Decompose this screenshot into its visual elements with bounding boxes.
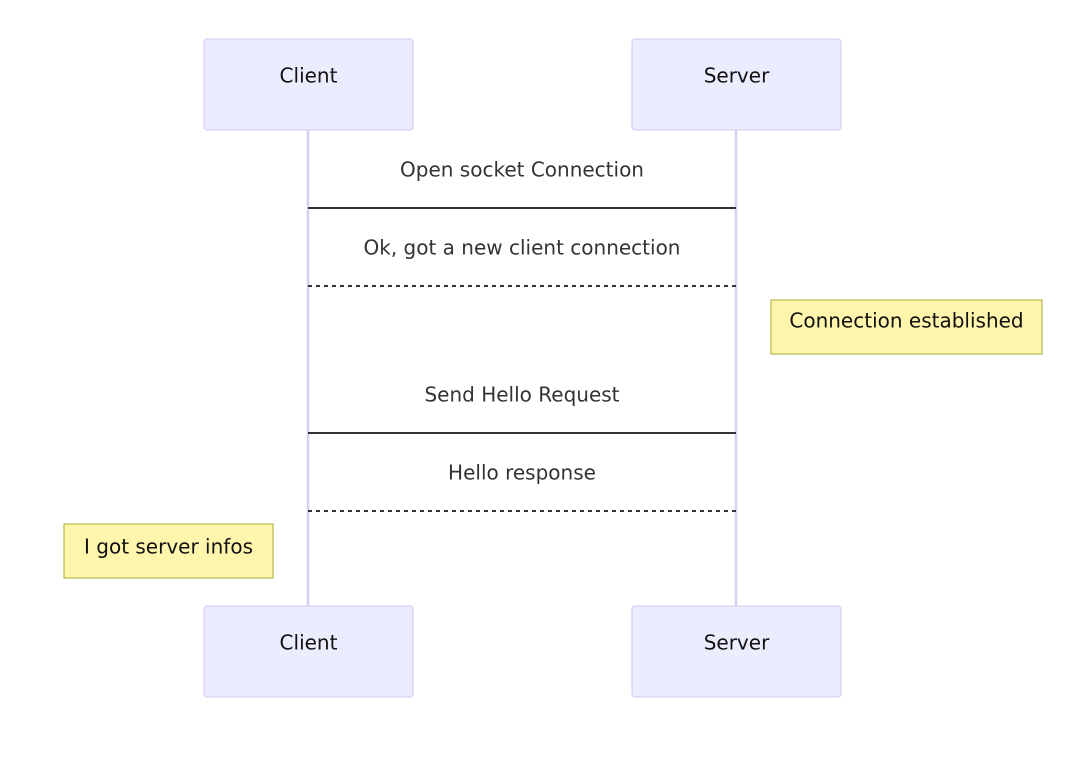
note-server-infos: I got server infos	[63, 523, 274, 579]
actor-client-bottom: Client	[203, 605, 414, 698]
message-4-label: Hello response	[448, 461, 596, 485]
message-2-label: Ok, got a new client connection	[364, 236, 681, 260]
actor-client-top-label: Client	[280, 64, 338, 88]
actor-server-bottom: Server	[631, 605, 842, 698]
actor-server-top: Server	[631, 38, 842, 131]
actor-client-top: Client	[203, 38, 414, 131]
actor-server-top-label: Server	[704, 64, 770, 88]
message-1-label: Open socket Connection	[400, 158, 644, 182]
actor-client-bottom-label: Client	[280, 631, 338, 655]
actor-server-bottom-label: Server	[704, 631, 770, 655]
message-3-label: Send Hello Request	[424, 383, 619, 407]
note-1-label: Connection established	[789, 309, 1023, 333]
note-2-label: I got server infos	[84, 535, 253, 559]
note-connection-established: Connection established	[770, 299, 1043, 355]
